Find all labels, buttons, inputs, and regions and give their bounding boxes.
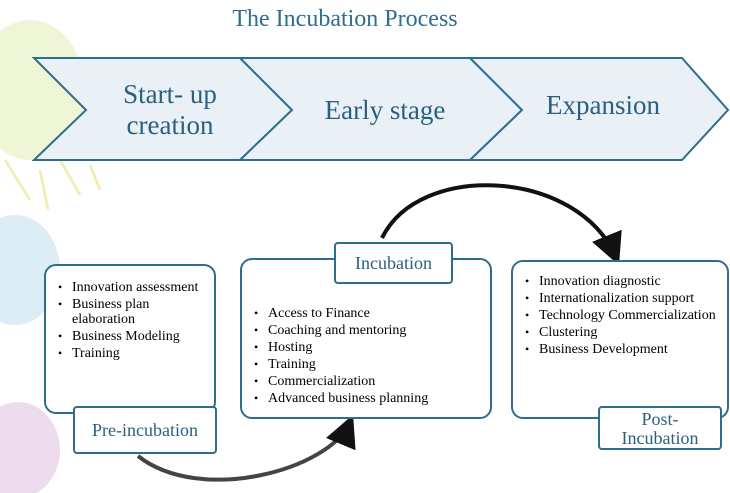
list-item: Internationalization support xyxy=(525,291,727,306)
list-item: Technology Commercialization xyxy=(525,308,727,323)
pre-incubation-list: Innovation assessment Business plan elab… xyxy=(46,266,214,361)
post-incubation-tag: Post- Incubation xyxy=(598,406,722,450)
stage-label-expansion: Expansion xyxy=(546,90,660,120)
diagram-title: The Incubation Process xyxy=(232,6,458,32)
stage-label-early-stage: Early stage xyxy=(324,95,446,125)
list-item: Commercialization xyxy=(254,374,490,389)
chevron-expansion xyxy=(467,57,730,161)
list-item: Coaching and mentoring xyxy=(254,323,490,338)
post-incubation-box: Innovation diagnostic Internationalizati… xyxy=(511,260,729,419)
list-item: Business Modeling xyxy=(58,329,214,344)
incubation-tag: Incubation xyxy=(334,242,453,284)
incubation-box: Access to Finance Coaching and mentoring… xyxy=(240,258,492,419)
stage-label-start-up-creation: Start- up creation xyxy=(123,79,217,140)
list-item: Clustering xyxy=(525,325,727,340)
incubation-list: Access to Finance Coaching and mentoring… xyxy=(242,260,490,406)
list-item: Hosting xyxy=(254,340,490,355)
post-incubation-list: Innovation diagnostic Internationalizati… xyxy=(513,262,727,357)
pre-incubation-tag: Pre-incubation xyxy=(73,406,217,454)
list-item: Access to Finance xyxy=(254,306,490,321)
list-item: Innovation assessment xyxy=(58,280,214,295)
list-item: Training xyxy=(254,357,490,372)
list-item: Innovation diagnostic xyxy=(525,274,727,289)
list-item: Business Development xyxy=(525,342,727,357)
list-item: Business plan elaboration xyxy=(58,297,214,327)
list-item: Training xyxy=(58,346,214,361)
pre-incubation-box: Innovation assessment Business plan elab… xyxy=(44,264,216,414)
list-item: Advanced business planning xyxy=(254,391,490,406)
